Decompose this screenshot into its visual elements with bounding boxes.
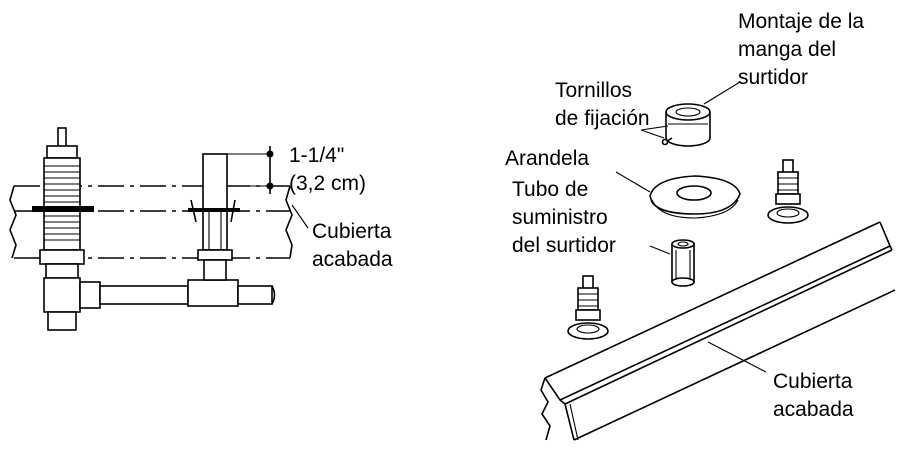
tube-label-line1: Tubo de xyxy=(512,178,588,201)
dimension-dot-bottom xyxy=(266,182,274,190)
dimension-dot-top xyxy=(266,150,274,158)
spout-nut xyxy=(197,249,233,261)
valve-nut xyxy=(39,249,85,265)
valve-stem-tip xyxy=(57,127,67,149)
dimension-label-line1: 1-1/4" xyxy=(289,144,344,167)
finished-deck xyxy=(540,221,896,441)
deck-label-left-line1: Cubierta xyxy=(312,220,392,243)
pipe-break xyxy=(271,285,276,305)
washer-hole xyxy=(676,185,712,201)
elbow-outlet xyxy=(79,281,101,309)
elbow-body xyxy=(43,277,81,313)
screws-label-line2: de fijación xyxy=(555,107,650,130)
valve-stem-collar xyxy=(46,145,78,159)
deck-label-left-line2: acabada xyxy=(312,248,393,271)
spout-washer xyxy=(188,208,240,212)
spout-sleeve xyxy=(661,103,711,147)
dimension-indicator xyxy=(227,146,274,194)
valve-assembly xyxy=(32,127,101,331)
screws-label-line1: Tornillos xyxy=(555,79,632,102)
deck-label-right-line2: acabada xyxy=(773,398,854,421)
tee-fitting xyxy=(187,279,239,307)
supply-tube xyxy=(671,239,695,287)
spout-tube-assembly xyxy=(188,153,240,281)
sleeve-label-line2: manga del xyxy=(738,38,836,61)
mounting-screw-right xyxy=(230,199,236,223)
washer-label: Arandela xyxy=(505,147,589,170)
sleeve-label-line1: Montaje de la xyxy=(738,10,864,33)
deck-break-left xyxy=(9,185,17,259)
sleeve-leader xyxy=(703,81,741,105)
valve-base xyxy=(45,263,79,279)
valve-right xyxy=(767,159,809,224)
deck-label-right-line1: Cubierta xyxy=(773,370,853,393)
pipe-segment-right xyxy=(237,285,273,305)
pipe-segment-left xyxy=(99,285,189,305)
spout-tube xyxy=(202,153,228,251)
screws-leader-2 xyxy=(640,125,669,131)
right-exploded-view: Montaje de la manga del surtidor Tornill… xyxy=(505,10,896,441)
set-screw-tip xyxy=(661,138,669,146)
deck-leader-right xyxy=(707,341,767,373)
spout-adapter xyxy=(203,259,227,281)
deck-leader-left xyxy=(291,204,309,229)
tube-label-line2: suministro xyxy=(512,206,608,229)
screws-leader-1 xyxy=(640,129,665,139)
mounting-screw-left xyxy=(190,199,197,223)
elbow-inlet xyxy=(47,311,77,331)
washer xyxy=(649,175,741,219)
tube-label-line3: del surtidor xyxy=(512,234,616,257)
deck-break-right xyxy=(285,185,293,259)
valve-mounting-washer xyxy=(32,206,94,212)
washer-leader xyxy=(615,171,651,193)
sleeve-label-line3: surtidor xyxy=(738,66,808,89)
tube-leader xyxy=(649,245,671,255)
left-section-view: 1-1/4" (3,2 cm) Cubierta acabada xyxy=(9,127,393,331)
supply-pipe xyxy=(99,279,276,307)
valve-body xyxy=(43,157,81,251)
valve-left xyxy=(567,275,609,340)
dimension-label-line2: (3,2 cm) xyxy=(289,172,366,195)
